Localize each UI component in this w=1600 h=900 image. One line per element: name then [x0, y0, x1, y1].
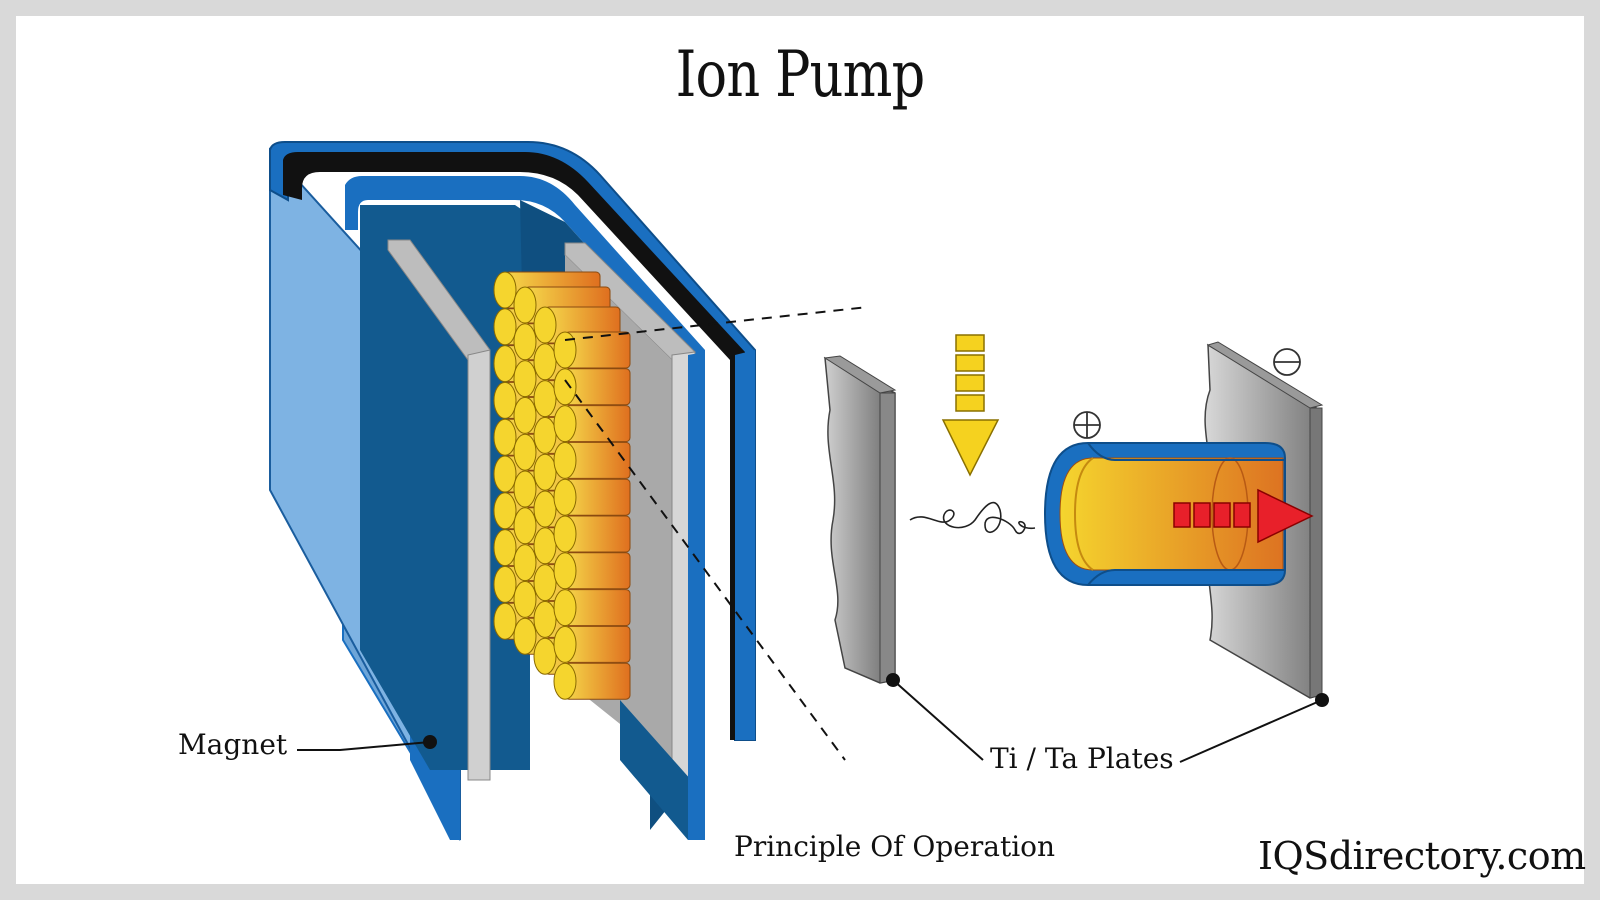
ion-arrow-right — [1173, 488, 1314, 544]
magnet-label: Magnet — [178, 728, 288, 761]
leader-dots — [423, 673, 1329, 749]
anode-tube-end — [493, 492, 517, 530]
anode-tube-end — [533, 527, 557, 565]
principle-of-operation-label: Principle Of Operation — [734, 830, 1056, 863]
anode-tube-end — [493, 565, 517, 603]
anode-tube-end — [493, 529, 517, 567]
anode-tube-end — [553, 405, 577, 443]
anode-tube-end — [553, 552, 577, 590]
anode-tube-end — [493, 381, 517, 419]
left-ti-plate — [823, 355, 897, 684]
anode-tube-end — [513, 617, 537, 655]
anode-tube-end — [553, 515, 577, 553]
anode-tube-end — [533, 600, 557, 638]
anode-tube-end — [553, 368, 577, 406]
anode-tube-end — [493, 418, 517, 456]
electron-spiral-path — [909, 501, 1036, 535]
anode-tube-end — [533, 637, 557, 675]
anode-tube-end — [513, 396, 537, 434]
brand-watermark: IQSdirectory.com — [1258, 834, 1586, 878]
anode-tube-end — [553, 441, 577, 479]
anode-tube-end — [513, 507, 537, 545]
anode-tube-end — [553, 478, 577, 516]
anode-tube-end — [513, 544, 537, 582]
electron-arrow-down — [941, 334, 1000, 477]
page-title: Ion Pump — [675, 38, 926, 112]
anode-tube-end — [513, 286, 537, 324]
anode-tube-end — [513, 323, 537, 361]
anode-tube-end — [533, 416, 557, 454]
anode-tube-end — [533, 564, 557, 602]
ti-ta-plates-label: Ti / Ta Plates — [990, 742, 1174, 775]
anode-tube-end — [533, 306, 557, 344]
anode-tube-end — [533, 453, 557, 491]
anode-tube-end — [493, 455, 517, 493]
anode-tube-end — [493, 308, 517, 346]
anode-tube-end — [493, 271, 517, 309]
anode-tube-end — [553, 331, 577, 369]
anode-cell-bundle — [493, 271, 631, 700]
projection-lines — [564, 306, 869, 761]
anode-tube-end — [533, 343, 557, 381]
anode-tube-end — [553, 589, 577, 627]
plus-symbol-icon — [1073, 411, 1101, 439]
anode-tube-end — [533, 380, 557, 418]
anode-tube-end — [513, 580, 537, 618]
anode-tube-end — [493, 602, 517, 640]
anode-tube-end — [493, 345, 517, 383]
anode-tube-end — [513, 433, 537, 471]
anode-tube-end — [553, 662, 577, 700]
anode-tube-end — [533, 490, 557, 528]
anode-tube-end — [513, 360, 537, 398]
anode-tube-end — [513, 470, 537, 508]
anode-cell-cutaway — [1043, 442, 1286, 586]
leader-lines — [297, 679, 1323, 763]
minus-symbol-icon — [1273, 348, 1301, 376]
anode-tube-end — [553, 625, 577, 663]
